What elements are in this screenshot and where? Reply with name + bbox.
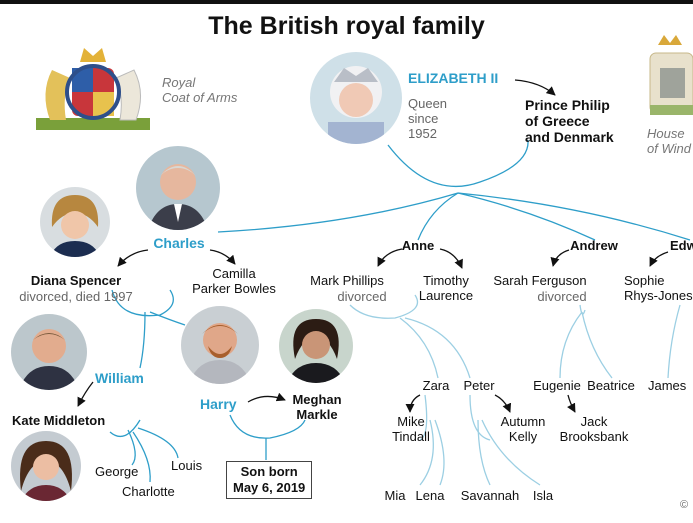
line-to-anne <box>417 192 459 241</box>
kate-name: Kate Middleton <box>12 413 106 428</box>
jack-brooksbank-name: Jack Brooksbank <box>559 414 629 444</box>
charles-spouse-arrow <box>209 249 236 265</box>
beatrice-name: Beatrice <box>587 378 635 393</box>
mark-phillips-name: Mark Phillips <box>310 273 384 288</box>
louis-name: Louis <box>171 458 203 473</box>
harry-spouse-arrow <box>247 392 286 403</box>
mia-name: Mia <box>384 488 406 503</box>
meghan-name: Meghan Markle <box>292 392 342 422</box>
autumn-kelly-name: Autumn Kelly <box>500 414 546 444</box>
line-to-edward <box>457 192 691 241</box>
andrew-ex-arrow <box>550 249 570 267</box>
diana-note: divorced, died 1997 <box>19 289 133 304</box>
lena-name: Lena <box>415 488 445 503</box>
line-to-louis <box>137 427 179 459</box>
kate-photo <box>11 431 81 501</box>
line-to-beatrice <box>581 311 613 379</box>
sarah-ferguson-note: divorced <box>537 289 587 304</box>
line-to-zara <box>399 317 439 379</box>
william-name: William <box>95 370 144 386</box>
house-label: House of Wind <box>647 126 691 156</box>
zara-mike-link <box>419 394 428 441</box>
zara-name: Zara <box>422 378 450 393</box>
charles-name: Charles <box>153 235 205 251</box>
william-spouse-arrow <box>77 381 94 407</box>
line-to-savannah <box>477 419 491 486</box>
harry-name: Harry <box>200 396 237 412</box>
anne-ex-arrow <box>377 248 403 267</box>
line-to-mia <box>419 419 434 486</box>
anne-spouse-arrow <box>439 248 463 269</box>
anne-mark-link <box>349 294 419 319</box>
elizabeth-philip-link <box>387 139 529 188</box>
peter-autumn-link <box>469 394 491 441</box>
edward-spouse-arrow <box>649 251 669 267</box>
copyright-mark: © <box>680 499 689 511</box>
coat-of-arms-label: Royal Coat of Arms <box>162 75 238 105</box>
line-to-harry <box>149 311 186 326</box>
andrew-name: Andrew <box>570 238 618 253</box>
harry-meghan-link <box>229 414 306 439</box>
line-to-andrew <box>457 192 596 241</box>
line-to-peter <box>404 317 471 379</box>
timothy-name: Timothy Laurence <box>418 273 474 303</box>
george-name: George <box>95 464 139 479</box>
charlotte-name: Charlotte <box>122 484 175 499</box>
zara-spouse-arrow <box>405 394 421 413</box>
camilla-name: Camilla Parker Bowles <box>192 266 276 296</box>
savannah-name: Savannah <box>460 488 520 503</box>
sarah-ferguson-name: Sarah Ferguson <box>493 273 587 288</box>
isla-name: Isla <box>532 488 554 503</box>
mark-phillips-note: divorced <box>337 289 387 304</box>
william-kate-link <box>109 419 141 438</box>
charles-diana-link <box>111 289 174 317</box>
son-born-box: Son born May 6, 2019 <box>226 461 313 499</box>
diana-photo <box>40 187 110 257</box>
royal-coat-of-arms-icon <box>36 48 150 130</box>
elizabeth-note: Queen since 1952 <box>408 96 448 141</box>
line-to-william <box>139 311 146 369</box>
elizabeth-photo <box>310 52 402 144</box>
line-to-charles <box>217 192 459 233</box>
line-to-lena <box>434 419 445 486</box>
top-rule <box>0 0 693 4</box>
diana-name: Diana Spencer <box>30 273 122 288</box>
mike-tindall-name: Mike Tindall <box>392 414 430 444</box>
page-title: The British royal family <box>208 12 485 40</box>
line-to-isla <box>481 419 541 486</box>
eugenie-name: Eugenie <box>533 378 581 393</box>
elizabeth-name: ELIZABETH II <box>408 70 499 86</box>
edward-name: Edw <box>670 238 693 253</box>
sophie-name: Sophie Rhys-Jones <box>624 273 693 303</box>
william-photo <box>11 314 87 390</box>
philip-name: Prince Philip of Greece and Denmark <box>525 97 614 145</box>
elizabeth-spouse-arrow <box>514 79 556 96</box>
line-to-george <box>127 429 136 466</box>
meghan-photo <box>279 309 353 383</box>
harry-photo <box>181 306 259 384</box>
peter-name: Peter <box>463 378 495 393</box>
line-to-james <box>667 304 681 379</box>
charles-photo <box>136 146 220 230</box>
eugenie-spouse-arrow <box>567 394 576 413</box>
peter-spouse-arrow <box>494 394 512 413</box>
charles-ex-arrow <box>117 249 149 267</box>
anne-name: Anne <box>401 238 435 253</box>
house-of-windsor-arms-icon <box>649 35 693 115</box>
james-name: James <box>648 378 687 393</box>
line-to-charlotte <box>132 431 151 483</box>
line-to-eugenie <box>559 311 583 379</box>
